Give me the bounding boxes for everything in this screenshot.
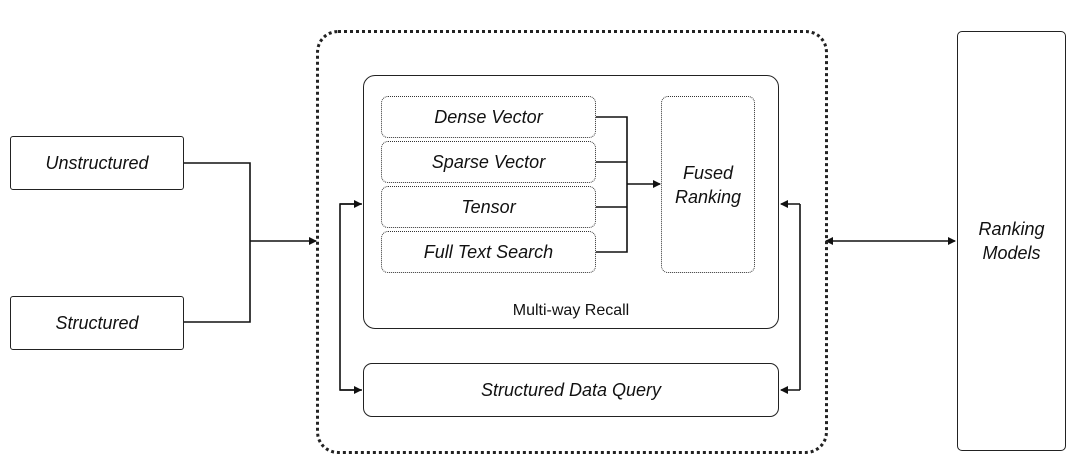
- full-text-search-box: Full Text Search: [381, 231, 596, 273]
- sparse-vector-box: Sparse Vector: [381, 141, 596, 183]
- unstructured-label: Unstructured: [45, 152, 149, 173]
- structured-input-box: Structured: [10, 296, 184, 350]
- system-container: [316, 30, 828, 454]
- dense-vector-label: Dense Vector: [434, 106, 543, 127]
- fused-ranking-box: Fused Ranking: [661, 96, 755, 273]
- multiway-recall-panel: [363, 75, 779, 329]
- ranking-models-box: Ranking Models: [957, 31, 1066, 451]
- dense-vector-box: Dense Vector: [381, 96, 596, 138]
- tensor-box: Tensor: [381, 186, 596, 228]
- ranking-models-label: Ranking Models: [978, 219, 1045, 263]
- unstructured-input-box: Unstructured: [10, 136, 184, 190]
- full-text-search-label: Full Text Search: [423, 241, 554, 262]
- input-merge-line: [184, 162, 251, 323]
- structured-data-query-box: Structured Data Query: [363, 363, 779, 417]
- multiway-recall-caption: Multi-way Recall: [512, 302, 630, 319]
- structured-label: Structured: [55, 312, 139, 333]
- structured-data-query-label: Structured Data Query: [480, 379, 662, 400]
- sparse-vector-label: Sparse Vector: [431, 151, 546, 172]
- fused-ranking-label: Fused Ranking: [674, 162, 742, 207]
- tensor-label: Tensor: [461, 196, 516, 217]
